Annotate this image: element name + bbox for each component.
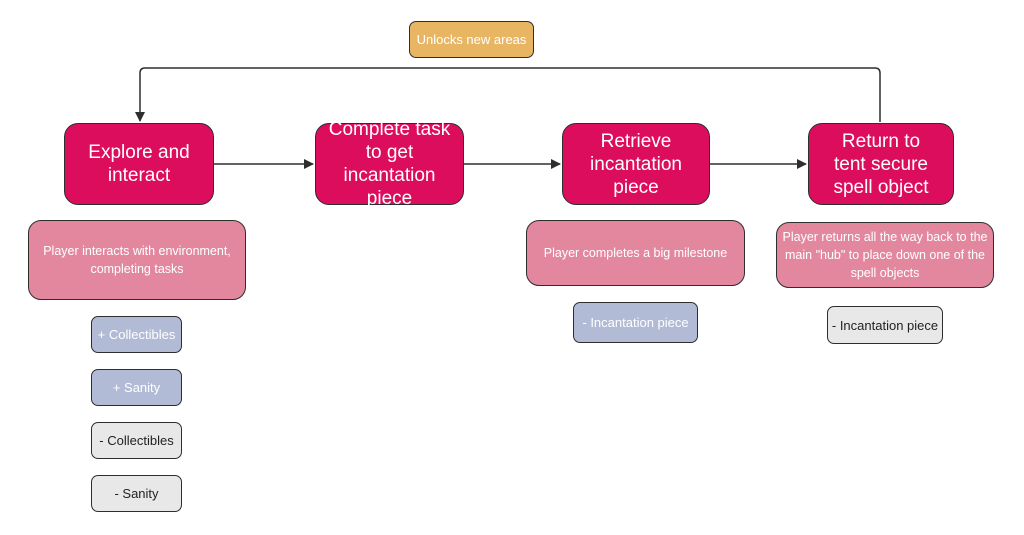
- unlocks-new-areas-label: Unlocks new areas: [409, 21, 534, 58]
- step-complete-task[interactable]: Complete task to get incantation piece: [315, 119, 464, 209]
- tag-plus-collectibles: + Collectibles: [91, 316, 182, 353]
- tag-minus-collectibles: - Collectibles: [91, 422, 182, 459]
- loop-back-connector: [135, 67, 881, 122]
- tag-minus-sanity: - Sanity: [91, 475, 182, 512]
- step-retrieve-incantation-piece[interactable]: Retrieve incantation piece: [562, 123, 710, 205]
- tag-return-incantation-piece: - Incantation piece: [827, 306, 943, 344]
- step-return-to-tent[interactable]: Return to tent secure spell object: [808, 123, 954, 205]
- note-retrieve: Player completes a big milestone: [526, 220, 745, 286]
- tag-retrieve-incantation-piece: - Incantation piece: [573, 302, 698, 343]
- note-explore: Player interacts with environment, compl…: [28, 220, 246, 300]
- tag-plus-sanity: + Sanity: [91, 369, 182, 406]
- note-return: Player returns all the way back to the m…: [776, 222, 994, 288]
- step-explore-and-interact[interactable]: Explore and interact: [64, 123, 214, 205]
